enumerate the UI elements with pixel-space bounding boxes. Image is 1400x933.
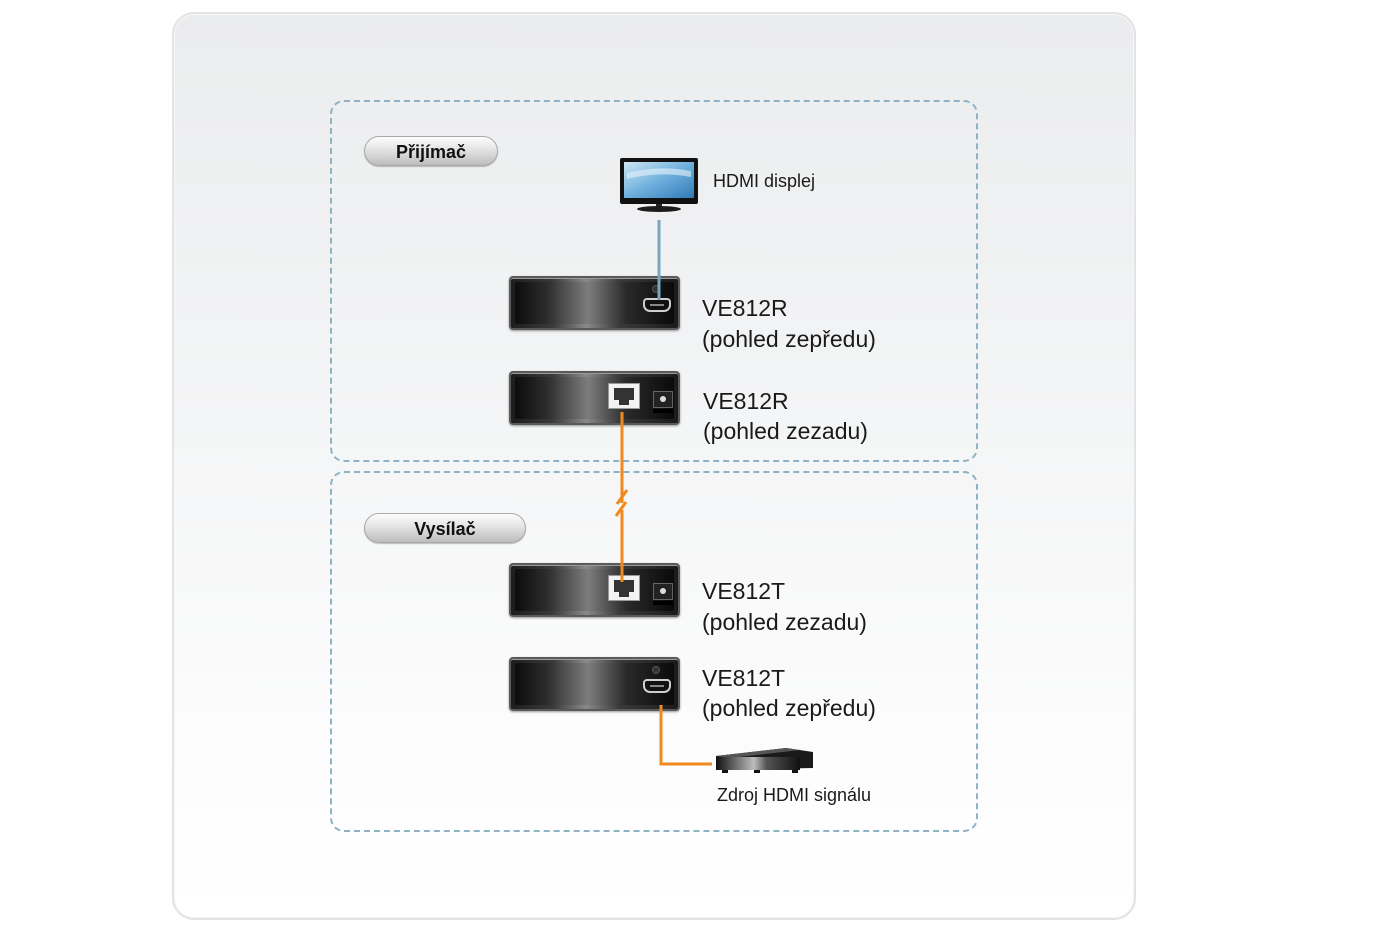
transmitter-group-title: Vysílač (364, 513, 526, 543)
ve812t-front-view: (pohled zepředu) (702, 695, 876, 721)
ve812t-front-device (509, 657, 680, 711)
ve812r-rear-view: (pohled zezadu) (703, 418, 868, 444)
rj45-port-icon (608, 575, 640, 601)
ve812r-front-model: VE812R (702, 295, 788, 321)
hdmi-port-icon (643, 679, 671, 693)
ve812t-rear-device (509, 563, 680, 617)
power-jack-icon (653, 391, 673, 408)
transmitter-group (330, 471, 978, 832)
ve812t-rear-view: (pohled zezadu) (702, 609, 867, 635)
receiver-group-title: Přijímač (364, 136, 498, 166)
ve812t-front-model: VE812T (702, 665, 786, 691)
hdmi-port-icon (643, 298, 671, 312)
ve812r-rear-device (509, 371, 680, 425)
led-indicator (652, 666, 660, 674)
ve812r-front-view: (pohled zepředu) (702, 326, 876, 352)
led-indicator (652, 285, 660, 293)
power-jack-icon (653, 583, 673, 600)
ve812r-front-device (509, 276, 680, 330)
rj45-port-icon (608, 383, 640, 409)
media-player-icon (716, 748, 813, 773)
ve812r-rear-model: VE812R (703, 388, 789, 414)
hdmi-source-label: Zdroj HDMI signálu (717, 785, 872, 805)
receiver-group (330, 100, 978, 462)
ve812t-rear-model: VE812T (702, 578, 786, 604)
hdmi-display-label: HDMI displej (713, 171, 816, 191)
tv-monitor-icon (620, 158, 698, 212)
